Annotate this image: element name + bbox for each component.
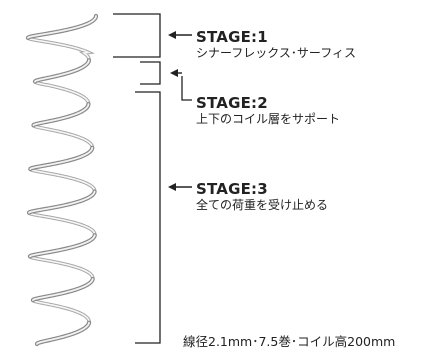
stage-3-arrow bbox=[168, 183, 192, 191]
stage-3-label: STAGE:3 全ての荷重を受け止める bbox=[196, 180, 329, 213]
stage-1-description: シナーフレックス･サーフィス bbox=[196, 46, 356, 61]
stage-1-label: STAGE:1 シナーフレックス･サーフィス bbox=[196, 28, 356, 61]
spring-spec-note: 線径2.1mm･7.5巻･コイル高200mm bbox=[183, 334, 396, 349]
stage-2-arrow bbox=[170, 69, 192, 101]
stage-1-title: STAGE:1 bbox=[196, 28, 268, 46]
stage-3-title: STAGE:3 bbox=[196, 180, 268, 198]
stage-3-description: 全ての荷重を受け止める bbox=[196, 198, 329, 213]
stage-2-title: STAGE:2 bbox=[196, 94, 268, 112]
spring-coil-front bbox=[25, 13, 99, 347]
stage-2-label: STAGE:2 上下のコイル層をサポート bbox=[196, 94, 341, 127]
stage-1-bracket bbox=[113, 13, 161, 58]
stage-3-bracket bbox=[135, 91, 161, 344]
stage-2-description: 上下のコイル層をサポート bbox=[196, 112, 341, 127]
stage-2-bracket bbox=[140, 61, 161, 85]
spring-coil-back bbox=[26, 36, 97, 324]
stage-1-arrow bbox=[168, 31, 192, 39]
